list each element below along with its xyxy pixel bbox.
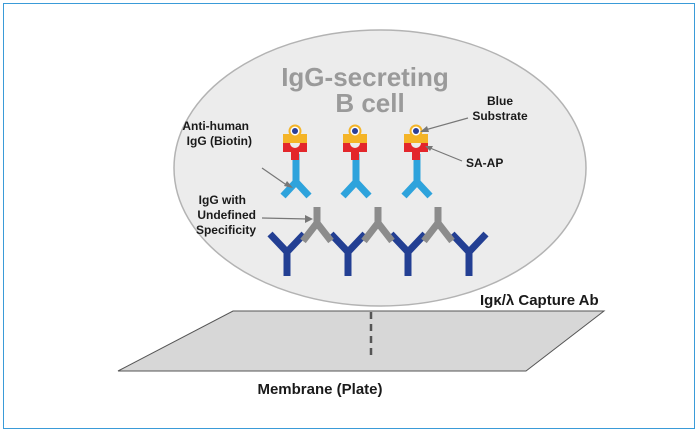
label-anti-human-line2: IgG (Biotin) <box>187 134 252 148</box>
leader-igg-undefined <box>261 217 309 220</box>
cell-title-line1: IgG-secreting <box>281 62 449 92</box>
label-igg-undefined-line3: Specificity <box>196 223 256 237</box>
label-membrane: Membrane (Plate) <box>257 381 382 398</box>
cell-title-line2: B cell <box>335 88 404 118</box>
label-igg-undefined-line2: Undefined <box>197 208 256 222</box>
label-capture-ab: Igκ/λ Capture Ab <box>480 292 599 309</box>
leader-anti-human <box>261 167 289 187</box>
membrane-plate <box>117 310 606 372</box>
leader-blue-substrate <box>424 117 469 131</box>
label-anti-human-line1: Anti-human <box>182 119 249 133</box>
label-blue-substrate-line2: Substrate <box>472 109 528 123</box>
label-igg-undefined-line1: IgG with <box>199 193 246 207</box>
leader-sa-ap <box>429 147 463 162</box>
label-blue-substrate-line1: Blue <box>487 94 513 108</box>
label-sa-ap: SA-AP <box>466 156 503 170</box>
